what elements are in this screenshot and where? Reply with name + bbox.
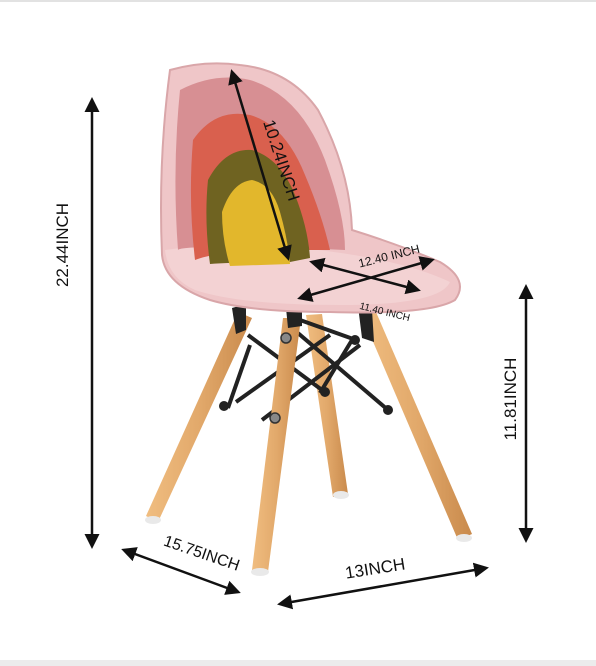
- leg-front-right: [362, 312, 472, 540]
- arrow-seat-width: [297, 256, 435, 302]
- leg-cap: [251, 568, 269, 576]
- chair: [145, 62, 472, 576]
- bracket: [286, 308, 302, 328]
- leg-cap: [333, 491, 349, 499]
- dimension-arrows: [84, 69, 534, 610]
- frame-bolts: [219, 335, 393, 415]
- label-seat-height: 11.81INCH: [501, 358, 520, 441]
- leg-front-left: [146, 312, 252, 522]
- metal-cross-frame: [226, 318, 390, 422]
- label-base-width: 13INCH: [344, 554, 407, 582]
- arrow-base-width: [277, 562, 489, 610]
- arrow-backrest-height: [228, 69, 292, 261]
- label-total-height: 22.44INCH: [53, 203, 72, 287]
- leg-cap: [456, 534, 472, 542]
- leg-screw: [280, 332, 292, 344]
- leg-screw: [269, 412, 281, 424]
- bottom-border: [0, 660, 596, 666]
- bracket: [358, 306, 374, 342]
- leg-cap: [145, 516, 161, 524]
- bracket: [232, 304, 246, 334]
- arrow-base-depth: [121, 547, 241, 595]
- leg-front-center: [252, 318, 301, 572]
- leg-back-right: [306, 314, 348, 497]
